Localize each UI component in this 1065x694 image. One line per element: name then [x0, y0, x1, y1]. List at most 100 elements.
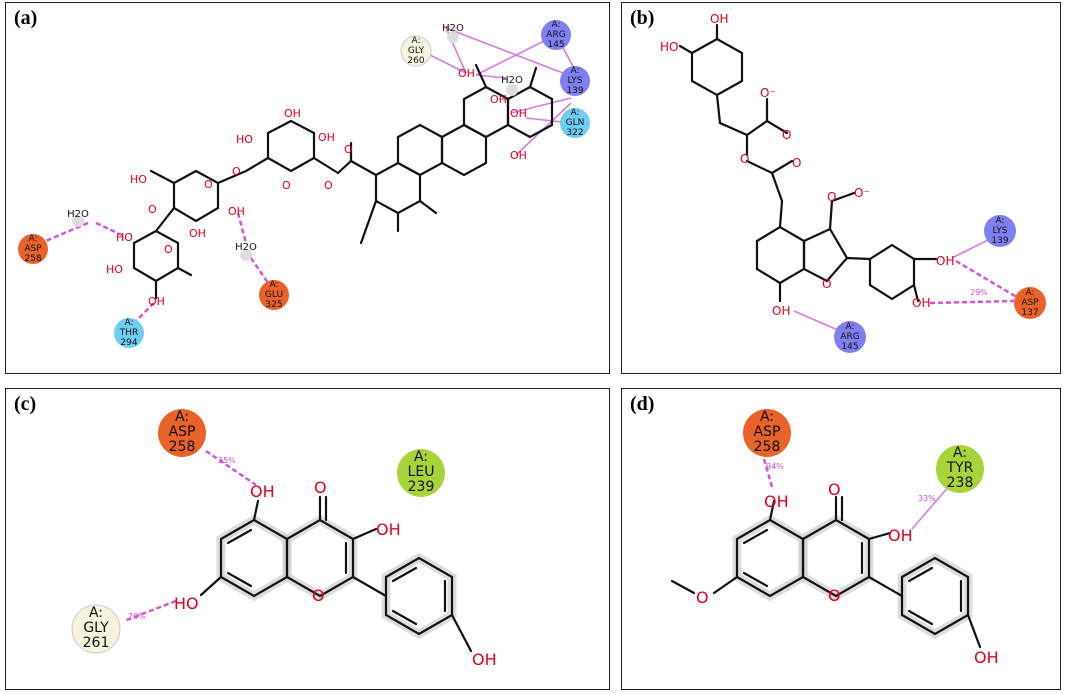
svg-text:261: 261: [83, 635, 110, 651]
hbond-line: [510, 97, 572, 114]
atom-label: OH: [936, 254, 954, 268]
svg-text:A:: A:: [551, 20, 560, 30]
residue-gly-260: A: GLY 260: [400, 35, 432, 67]
svg-text:ASP: ASP: [754, 424, 781, 440]
svg-text:A:: A:: [411, 36, 420, 46]
svg-text:325: 325: [265, 300, 282, 310]
bond: [966, 613, 982, 649]
residue-gln-322: A: GLN 322: [560, 108, 590, 138]
bond: [312, 156, 340, 175]
atom-label: O: [148, 203, 157, 216]
atom-label: HO: [106, 263, 123, 276]
svg-text:LYS: LYS: [567, 76, 582, 86]
svg-text:GLN: GLN: [566, 118, 585, 128]
atom-label: O: [828, 480, 841, 499]
bond: [670, 579, 696, 595]
hbond-line: [445, 27, 577, 79]
bond: [226, 571, 253, 588]
svg-text:139: 139: [991, 236, 1008, 246]
hbond-line: [955, 259, 1021, 301]
atom-label: HO: [174, 594, 199, 613]
atom-label: O: [696, 588, 709, 607]
water-label: H2O: [67, 209, 89, 220]
svg-text:ASP: ASP: [24, 244, 42, 254]
bond: [845, 256, 872, 261]
atom-label: O: [204, 178, 213, 191]
atom-label: O: [782, 128, 791, 142]
water-sphere: [72, 215, 84, 227]
bond: [718, 121, 749, 137]
bond: [715, 93, 722, 125]
bond: [351, 575, 388, 598]
atom-label: OH: [710, 12, 728, 26]
atom-label: HO: [116, 231, 133, 244]
water-sphere: [240, 249, 252, 261]
atom-label: OH: [458, 67, 475, 80]
svg-text:260: 260: [407, 56, 424, 66]
ring: [396, 123, 444, 177]
bond: [154, 206, 176, 233]
bond: [149, 169, 176, 185]
bond: [907, 609, 934, 626]
panel-a-label: (a): [14, 7, 38, 29]
panel-d-label: (d): [630, 393, 655, 415]
svg-text:A:: A:: [124, 318, 133, 328]
svg-text:ASP: ASP: [169, 424, 196, 440]
atom-label: HO: [130, 173, 147, 186]
residue-lys-139: A: LYS 139: [984, 215, 1016, 247]
interaction-percent: 94%: [766, 462, 784, 471]
svg-text:TYR: TYR: [946, 460, 974, 476]
hbond-line: [911, 484, 951, 530]
ring: [690, 37, 744, 97]
svg-text:137: 137: [1021, 308, 1038, 318]
atom-label: O: [827, 190, 836, 204]
panel-a-diagram: O O O O O O O HO OH OH HO OH OH HO HO OH…: [18, 20, 590, 348]
svg-text:A:: A:: [28, 234, 37, 244]
atom-label: OH: [764, 492, 789, 511]
bond: [770, 171, 784, 203]
panel-b-label: (b): [630, 7, 655, 29]
residue-gly-261: A: GLY 261: [71, 604, 121, 654]
residue-asp-258: A: ASP 258: [743, 409, 791, 457]
atom-label: O: [282, 179, 291, 192]
bond: [745, 159, 774, 175]
ring: [266, 119, 316, 173]
svg-text:GLU: GLU: [265, 290, 283, 300]
bond: [528, 66, 538, 89]
svg-text:THR: THR: [119, 328, 139, 338]
bond: [244, 156, 270, 173]
atom-label: OH: [284, 107, 301, 120]
svg-text:ASP: ASP: [1021, 298, 1039, 308]
svg-text:A:: A:: [570, 66, 579, 76]
residue-asp-258: A: ASP 258: [18, 234, 48, 264]
panel-d: (d) 94% 33% OH O OH O O OH A:: [621, 388, 1061, 690]
panel-c-label: (c): [14, 393, 37, 415]
bond: [712, 575, 739, 595]
svg-text:A:: A:: [760, 409, 774, 425]
interaction-percent: 70%: [128, 612, 146, 621]
bond: [912, 283, 920, 303]
bond: [678, 44, 694, 55]
atom-label: O: [822, 277, 831, 291]
hbond-line: [762, 458, 774, 488]
hbond-line: [95, 221, 125, 238]
atom-label: OH: [472, 650, 497, 669]
svg-text:A:: A:: [1025, 288, 1034, 298]
atom-label: HO: [660, 40, 678, 54]
bond: [770, 159, 794, 175]
svg-text:GLY: GLY: [83, 620, 109, 636]
hbond-line: [205, 450, 257, 486]
panel-d-diagram: 94% 33% OH O OH O O OH A: ASP 258 A: TYR…: [670, 409, 999, 667]
interaction-percent: 29%: [970, 288, 988, 297]
atom-label: O: [740, 152, 749, 166]
bond: [226, 528, 253, 545]
panel-c: (c) 35% 70% OH O OH HO O OH: [5, 388, 610, 690]
bond: [349, 159, 378, 177]
atom-label: O: [792, 156, 801, 170]
atom-label: OH: [974, 648, 999, 667]
atom-label: OH: [189, 227, 206, 240]
atom-label: OH: [912, 296, 930, 310]
atom-label: O: [828, 586, 841, 605]
panel-b: (b) 29% OH HO O⁻ O O: [621, 2, 1061, 374]
svg-text:LYS: LYS: [992, 226, 1007, 236]
